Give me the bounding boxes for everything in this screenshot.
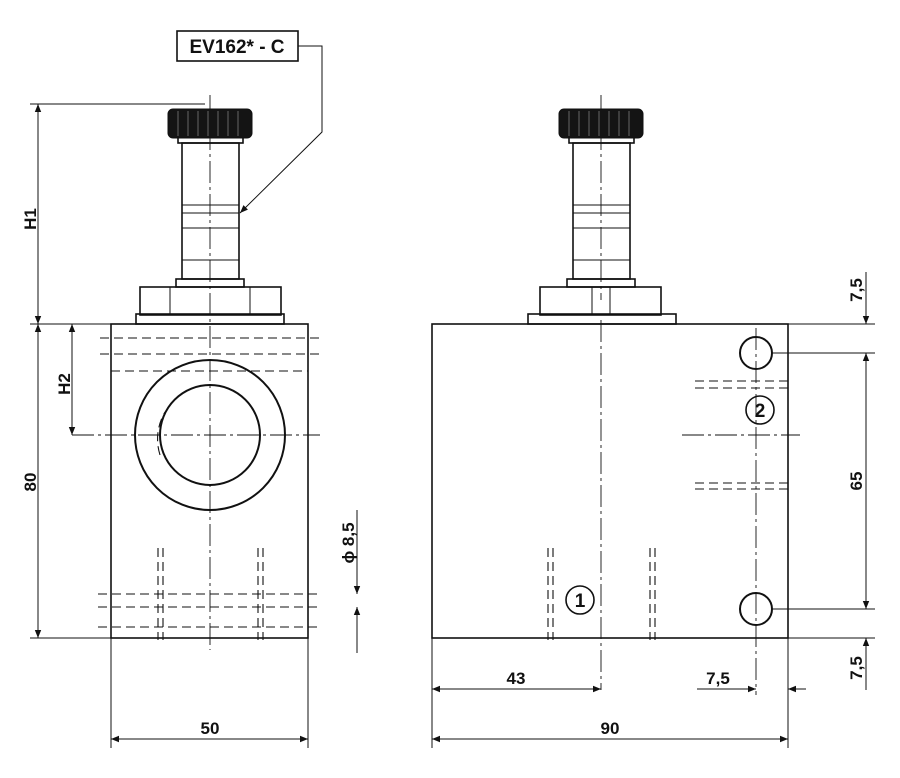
side-knob [558,108,644,139]
dim-7-5-top-right: 7,5 [847,278,866,302]
front-valve-body [110,323,309,639]
front-view [72,95,320,650]
dim-hole-diameter: ϕ 8,5 [339,522,358,563]
dim-65: 65 [847,472,866,491]
dim-50: 50 [201,719,220,738]
front-knob [167,108,253,139]
front-dimensions: H1 80 H2 50 ϕ 8,5 [21,103,361,748]
model-label: EV162* - C [189,37,284,58]
port-1-marker [565,585,595,615]
side-view: 2 1 [431,95,800,695]
port-1-label: 1 [575,591,586,612]
port-2-marker [745,395,775,425]
dim-7-5-bottom: 7,5 [706,669,730,688]
dim-7-5-bottom-right: 7,5 [847,656,866,680]
dim-h1: H1 [21,208,40,230]
dim-90: 90 [601,719,620,738]
side-valve-body [431,323,789,639]
model-callout: EV162* - C [176,30,323,214]
dim-80: 80 [21,473,40,492]
side-dimensions: 90 43 7,5 7,5 65 7,5 [431,272,875,748]
dim-h2: H2 [55,373,74,395]
port-2-label: 2 [755,401,766,422]
dim-43: 43 [507,669,526,688]
